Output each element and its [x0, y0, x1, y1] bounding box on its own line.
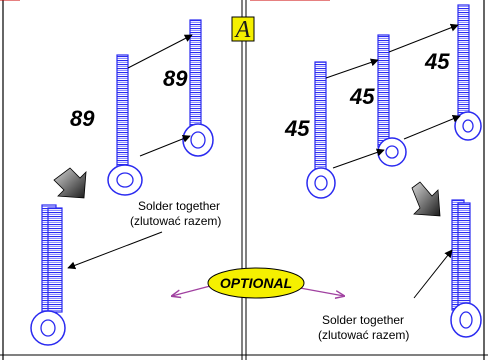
solder-pointer-left: [67, 231, 163, 270]
length-label-short: 89: [70, 106, 95, 131]
assembly-arrows-right: [325, 23, 461, 169]
solder-label-left-line2: (zlutować razem): [130, 214, 221, 228]
soldered-rod-right: [450, 199, 482, 338]
rod-part-2: [377, 34, 407, 167]
svg-text:OPTIONAL: OPTIONAL: [220, 275, 292, 291]
svg-text:A: A: [234, 17, 251, 43]
length-label-tall: 89: [163, 66, 188, 91]
rod-part-3: [454, 4, 482, 141]
rod-part-1: [306, 61, 336, 199]
result-arrow-left: [53, 167, 87, 199]
solder-label-right-line1: Solder together: [322, 313, 404, 327]
length-label-3: 45: [424, 49, 450, 74]
panel-badge: A: [231, 16, 255, 43]
assembly-arrows-left: [127, 34, 193, 157]
soldered-rod-left: [30, 204, 66, 346]
solder-label-left-line1: Solder together: [138, 199, 220, 213]
length-label-1: 45: [284, 116, 310, 141]
result-arrow-right: [411, 181, 441, 217]
optional-badge: OPTIONAL: [172, 267, 344, 298]
tall-rod-part: [182, 19, 214, 157]
solder-label-right-line2: (zlutować razem): [318, 328, 409, 342]
length-label-2: 45: [349, 84, 375, 109]
short-rod-part: [107, 54, 143, 196]
solder-pointer-right: [413, 249, 453, 299]
